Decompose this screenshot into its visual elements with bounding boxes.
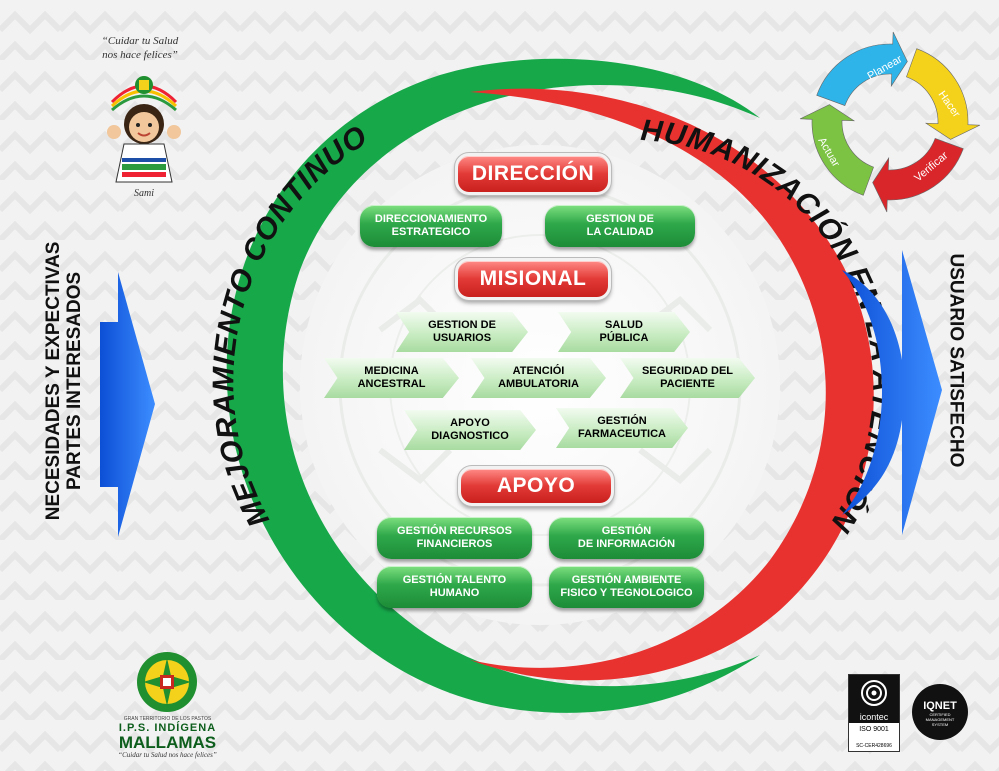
- output-arrow: [842, 250, 942, 535]
- mallamas-logo-icon: [137, 652, 197, 712]
- phva-cycle: Planear Hacer Verificar Actuar: [799, 31, 981, 213]
- phva-arrow-actuar: [799, 104, 874, 196]
- iqnet-badge: IQNET CERTIFIED MANAGEMENT SYSTEM: [912, 684, 968, 740]
- right-side-text: USUARIO SATISFECHO: [945, 253, 967, 468]
- section-title-apoyo: APOYO: [457, 465, 615, 507]
- section-title-direccion: DIRECCIÓN: [454, 152, 612, 196]
- input-arrow: [100, 272, 155, 537]
- mascot-illustration: [107, 76, 181, 183]
- mallamas-logo-text: GRAN TERRITORIO DE LOS PASTOS I.P.S. IND…: [118, 716, 217, 759]
- icontec-icon: [849, 675, 899, 711]
- left-side-text: NECESIDADES Y EXPECTIVAS PARTES INTERESA…: [43, 241, 85, 521]
- mascot-name: Sami: [134, 188, 154, 199]
- mascot-slogan: “Cuidar tu Salud nos hace felices”: [101, 35, 179, 61]
- icontec-badge: icontec ISO 9001 SC-CER428696: [848, 674, 900, 752]
- phva-arrow-planear: [816, 31, 908, 106]
- phva-arrow-hacer: [906, 48, 981, 140]
- section-title-misional: MISIONAL: [454, 257, 612, 301]
- phva-arrow-verificar: [872, 138, 964, 213]
